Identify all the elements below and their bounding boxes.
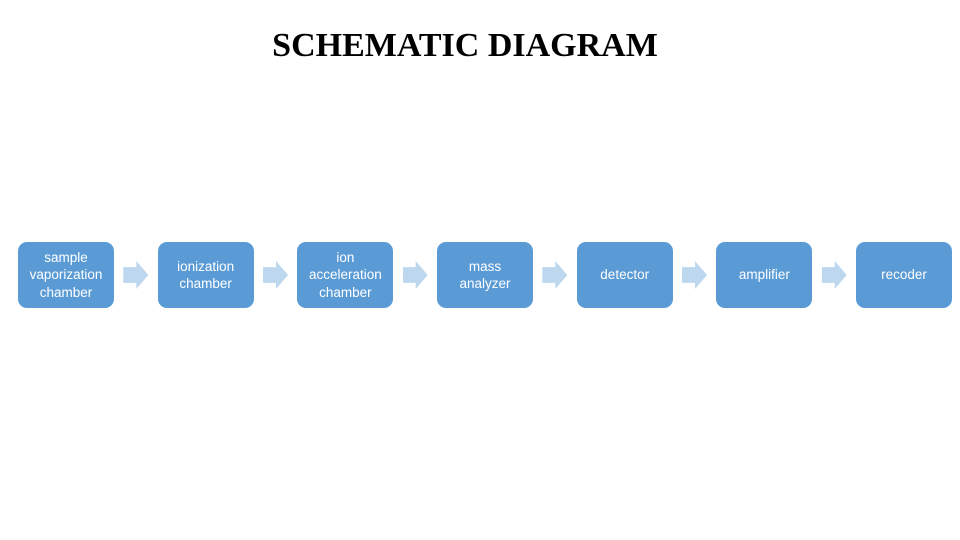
- flow-node-label: detector: [600, 267, 650, 283]
- connector-cell: [114, 242, 158, 308]
- connector-cell: [673, 242, 717, 308]
- flow-node-label: recoder: [881, 267, 927, 283]
- connector-cell: [533, 242, 577, 308]
- right-arrow-icon: [263, 261, 288, 289]
- right-arrow-icon: [821, 261, 847, 289]
- right-arrow-icon: [123, 261, 149, 289]
- right-arrow-icon: [542, 261, 568, 289]
- flow-diagram: sample vaporization chamber ionization c…: [18, 242, 953, 308]
- connector-cell: [393, 242, 437, 308]
- flow-node-detector: detector: [576, 242, 673, 308]
- flow-node-mass-analyzer: mass analyzer: [437, 242, 534, 308]
- diagram-title: SCHEMATIC DIAGRAM: [272, 27, 658, 64]
- right-arrow-icon: [402, 261, 428, 289]
- connector-cell: [254, 242, 298, 308]
- flow-node-ionization-chamber: ionization chamber: [157, 242, 254, 308]
- flow-node-label: ion acceleration chamber: [308, 249, 382, 300]
- flow-node-recoder: recoder: [856, 242, 953, 308]
- flow-node-label: amplifier: [738, 267, 790, 283]
- connector-cell: [812, 242, 856, 308]
- flow-node-label: sample vaporization chamber: [29, 249, 103, 300]
- flow-node-amplifier: amplifier: [716, 242, 813, 308]
- right-arrow-icon: [682, 261, 708, 289]
- flow-node-label: ionization chamber: [177, 258, 235, 292]
- flow-node-label: mass analyzer: [459, 258, 511, 292]
- flow-node-sample-vaporization-chamber: sample vaporization chamber: [18, 242, 114, 308]
- flow-node-ion-acceleration-chamber: ion acceleration chamber: [297, 242, 394, 308]
